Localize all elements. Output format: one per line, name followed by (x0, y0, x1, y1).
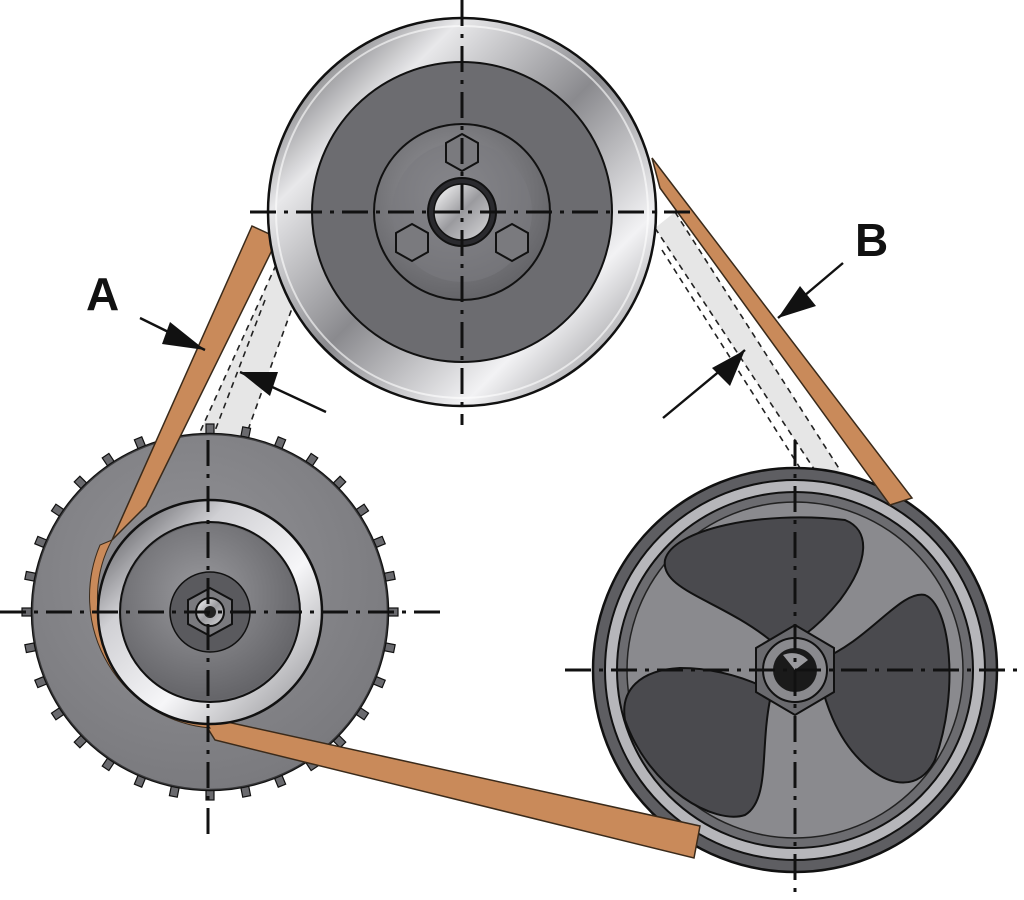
pulley-tooth (205, 423, 215, 435)
label-a: A (86, 268, 119, 320)
ghost-belt-right (654, 211, 841, 479)
dimension-a (139, 316, 327, 414)
label-b: B (855, 214, 888, 266)
idler-pulley (266, 16, 658, 408)
crankshaft-pulley (96, 498, 324, 726)
fan-blades (623, 516, 951, 818)
dimension-b (662, 262, 844, 419)
